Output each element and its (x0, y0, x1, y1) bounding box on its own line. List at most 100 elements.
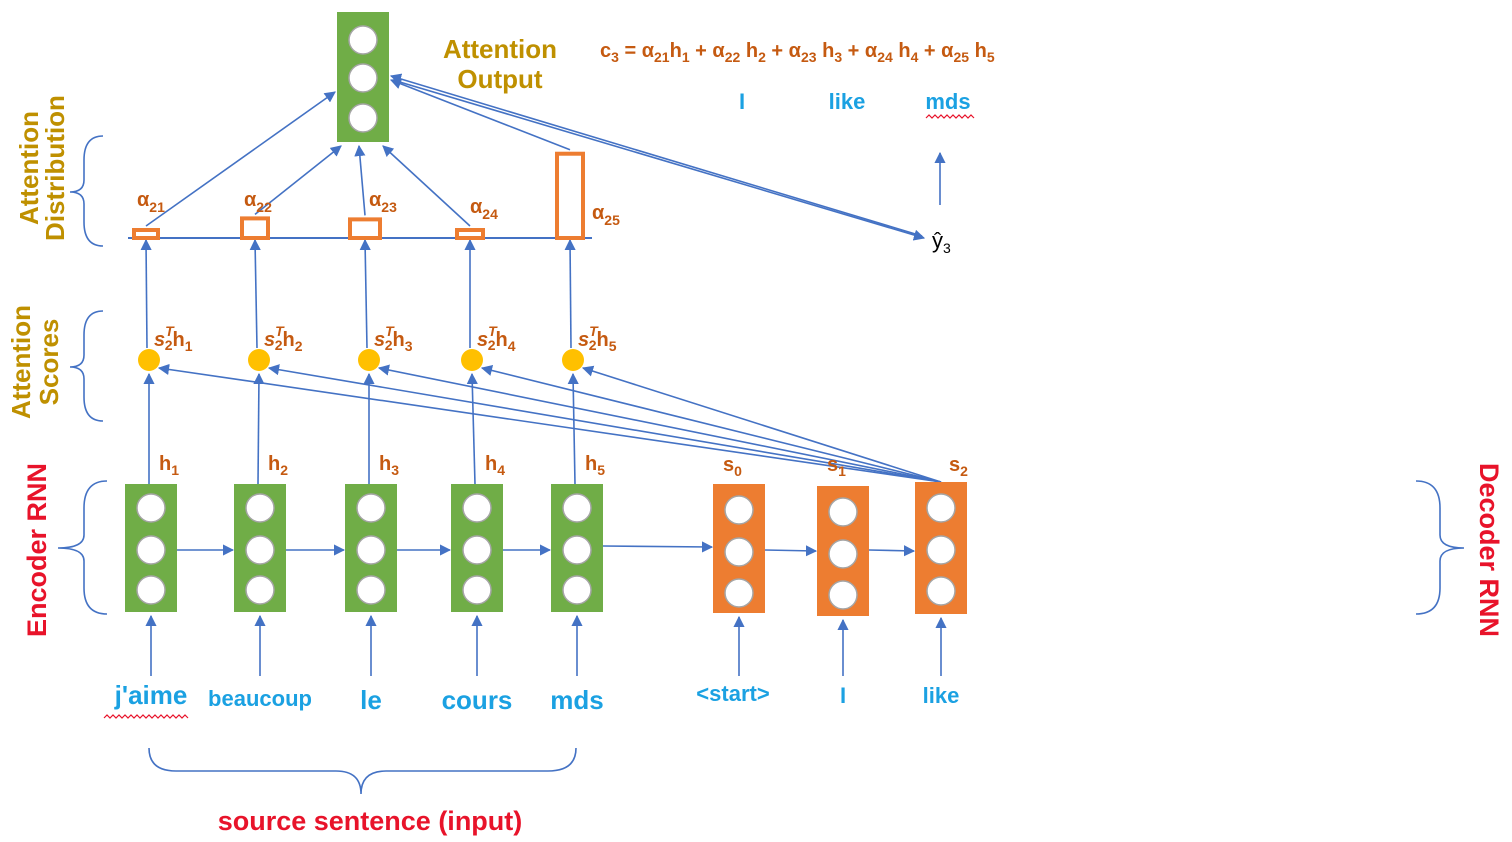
decoder-to-score-arrow (480, 364, 942, 483)
node-labels: j'aimeh1beaucouph2leh3coursh4mdsh5<start… (103, 189, 968, 719)
attention-weight-bar (132, 228, 160, 240)
decoder-state-label: s1 (827, 454, 846, 479)
decoder-state-label: s0 (723, 454, 742, 479)
neuron (136, 575, 166, 605)
attention-score-dot (461, 349, 483, 371)
attention-distribution-label: Attention Distribution (14, 95, 70, 241)
decoder-cells (713, 482, 967, 616)
attention-weight-label: α22 (244, 189, 272, 215)
neuron (356, 493, 386, 523)
attention-weight-bar (240, 216, 270, 240)
attention-weight-label: α21 (137, 189, 165, 215)
decoder-to-score-arrow (267, 364, 942, 483)
neuron (828, 539, 858, 569)
weight-to-output-arrow (254, 145, 342, 216)
brace-source-sentence (148, 747, 577, 795)
neuron (136, 535, 166, 565)
spell-squiggle-input (103, 714, 189, 719)
attention-output-label: Attention Output (443, 34, 557, 94)
attention-weight-bar (455, 228, 485, 240)
svg-text:Scores: Scores (34, 319, 64, 406)
decoder-cell (817, 486, 869, 616)
encoder-input-word: j'aime (114, 680, 188, 710)
svg-text:Output: Output (457, 64, 543, 94)
neuron (462, 535, 492, 565)
decoder-cell (713, 484, 765, 613)
attention-score-dot (138, 349, 160, 371)
attention-weight-label: α24 (470, 196, 498, 222)
hidden-state-label: h1 (159, 453, 179, 478)
score-to-distribution-arrow (359, 238, 371, 349)
decoder-to-score-arrow (581, 365, 942, 483)
decoder-to-score-arrow (377, 364, 942, 483)
attention-scores-label: Attention Scores (6, 305, 64, 419)
neuron (724, 495, 754, 525)
output-word-3: mds (925, 89, 970, 114)
svg-text:Attention: Attention (443, 34, 557, 64)
neuron (926, 493, 956, 523)
weight-to-output-arrow (354, 144, 366, 216)
connections (140, 73, 947, 676)
decoder-cell (915, 482, 967, 614)
attention-score-dots (138, 349, 584, 371)
neuron (562, 575, 592, 605)
weight-to-output-arrow (382, 145, 471, 227)
attention-weight-bar (555, 151, 585, 240)
score-to-distribution-arrow (140, 238, 152, 349)
attention-score-dot (248, 349, 270, 371)
output-to-yhat-arrow (389, 73, 923, 237)
encoder-to-decoder-arrow (602, 541, 714, 553)
encoder-cell (125, 484, 177, 612)
attention-weight-label: α25 (592, 202, 620, 228)
score-to-distribution-arrow (564, 238, 576, 349)
spell-squiggle-output (925, 114, 975, 119)
y-hat-label: ŷ3 (932, 228, 951, 256)
brace-attention-distribution (69, 135, 104, 247)
neuron (828, 580, 858, 610)
neuron (828, 497, 858, 527)
hidden-to-score-arrow (466, 372, 478, 485)
neuron (245, 575, 275, 605)
attention-score-dot (358, 349, 380, 371)
brace-decoder (1415, 480, 1465, 615)
neuron (562, 493, 592, 523)
score-to-distribution-arrow (249, 238, 261, 349)
source-sentence-label: source sentence (input) (218, 806, 523, 836)
attention-score-dot (562, 349, 584, 371)
brace-encoder (57, 480, 108, 615)
neuron (724, 537, 754, 567)
neuron (724, 578, 754, 608)
encoder-input-word: cours (442, 685, 513, 715)
decoder-input-word: I (840, 683, 846, 708)
neuron (462, 575, 492, 605)
encoder-cell (551, 484, 603, 612)
neuron (926, 576, 956, 606)
svg-text:Attention: Attention (6, 305, 36, 419)
hidden-state-label: h2 (268, 453, 288, 478)
encoder-rnn-label: Encoder RNN (22, 463, 52, 637)
weight-to-output-arrow (389, 78, 571, 151)
decoder-input-word: <start> (696, 681, 769, 706)
svg-text:Attention: Attention (14, 111, 44, 225)
attention-weight-bar (348, 217, 382, 241)
attention-output-vector (337, 12, 389, 142)
attention-distribution-bars (132, 151, 585, 241)
neuron (245, 535, 275, 565)
neuron (245, 493, 275, 523)
neuron (356, 575, 386, 605)
recurrent-arrow (868, 545, 916, 557)
recurrent-arrow (764, 545, 818, 557)
hidden-to-score-arrow (253, 372, 265, 485)
decoder-state-label: s2 (949, 454, 968, 479)
encoder-cell (451, 484, 503, 612)
decoder-input-word: like (923, 683, 960, 708)
decoder-rnn-label: Decoder RNN (1474, 463, 1504, 637)
neuron (462, 493, 492, 523)
hidden-state-label: h3 (379, 453, 399, 478)
context-equation: c3 = α21h1 + α22 h2 + α23 h3 + α24 h4 + … (600, 40, 995, 65)
neuron (562, 535, 592, 565)
